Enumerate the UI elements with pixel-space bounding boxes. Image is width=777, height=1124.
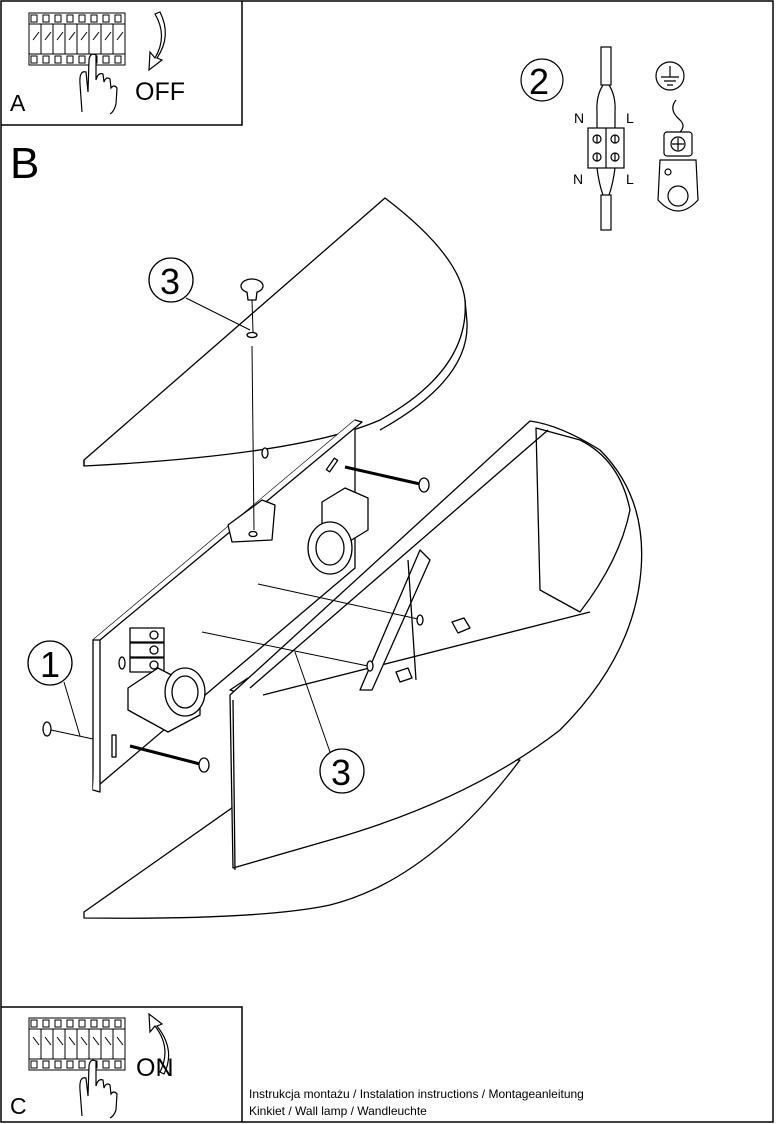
panel-a-switch-off: A OFF [1, 1, 243, 126]
callout-3-bottom-number: 3 [331, 752, 351, 793]
terminal-block [118, 627, 165, 673]
circuit-breaker-icon [28, 1017, 126, 1071]
wiring-detail [520, 46, 699, 231]
callout-3-top-circle [148, 257, 194, 303]
wiring-label-l-top: L [626, 110, 634, 126]
panel-a-action: OFF [135, 78, 185, 106]
panel-c-letter: C [10, 1093, 27, 1119]
callout-2-circle [520, 58, 564, 102]
lamp-assembly [42, 197, 643, 919]
caption: Instrukcja montażu / Instalation instruc… [249, 1086, 584, 1120]
top-cover-plate [83, 197, 466, 467]
lamp-holder-upper [307, 487, 369, 575]
panel-c-action: ON [136, 1054, 174, 1082]
wiring-label-l-bottom: L [626, 171, 634, 187]
callout-1-circle [27, 640, 73, 686]
wiring-label-n-bottom: N [573, 171, 583, 187]
callout-2-number: 2 [529, 61, 549, 102]
callout-3-top-number: 3 [160, 261, 180, 302]
caption-line-1: Instrukcja montażu / Instalation instruc… [249, 1087, 584, 1101]
turn-on-arrow-icon [148, 1012, 170, 1075]
ground-symbol-icon [655, 61, 685, 91]
callout-3-bottom-circle [319, 748, 365, 794]
caption-line-2: Kinkiet / Wall lamp / Wandleuchte [249, 1104, 427, 1118]
dowel-left [42, 721, 94, 740]
hand-icon [79, 53, 118, 115]
panel-b-letter: B [10, 139, 39, 188]
callout-1-number: 1 [40, 644, 60, 685]
panel-a-letter: A [10, 90, 26, 116]
fixing-screw-right [201, 583, 471, 683]
turn-off-arrow-icon [148, 11, 166, 72]
wall-screw-lower [129, 744, 210, 773]
wiring-label-n-top: N [574, 110, 584, 126]
panel-c-switch-on: C ON [1, 1006, 243, 1122]
lamp-holder-lower [127, 667, 206, 733]
circuit-breaker-icon [28, 12, 126, 66]
hand-icon [79, 1059, 118, 1119]
wall-screw-upper [344, 465, 430, 493]
